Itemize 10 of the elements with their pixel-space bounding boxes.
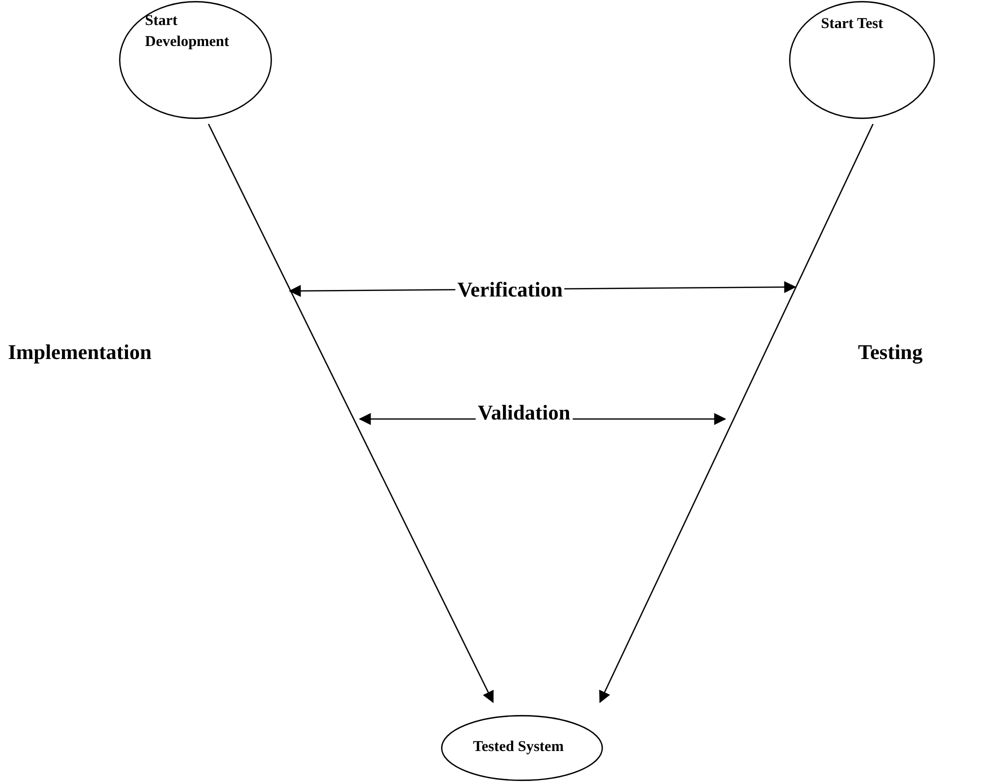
node-label: Start Development xyxy=(145,12,230,52)
arrow xyxy=(599,124,874,704)
ellipse-node xyxy=(119,1,272,119)
phase-label: Implementation xyxy=(8,340,152,365)
node-label: Start Test xyxy=(821,15,884,34)
ellipse-node xyxy=(441,715,603,781)
arrow xyxy=(208,124,494,704)
node-label: Tested System xyxy=(473,738,565,757)
ellipse-node xyxy=(789,1,935,119)
phase-label: Testing xyxy=(858,340,923,365)
